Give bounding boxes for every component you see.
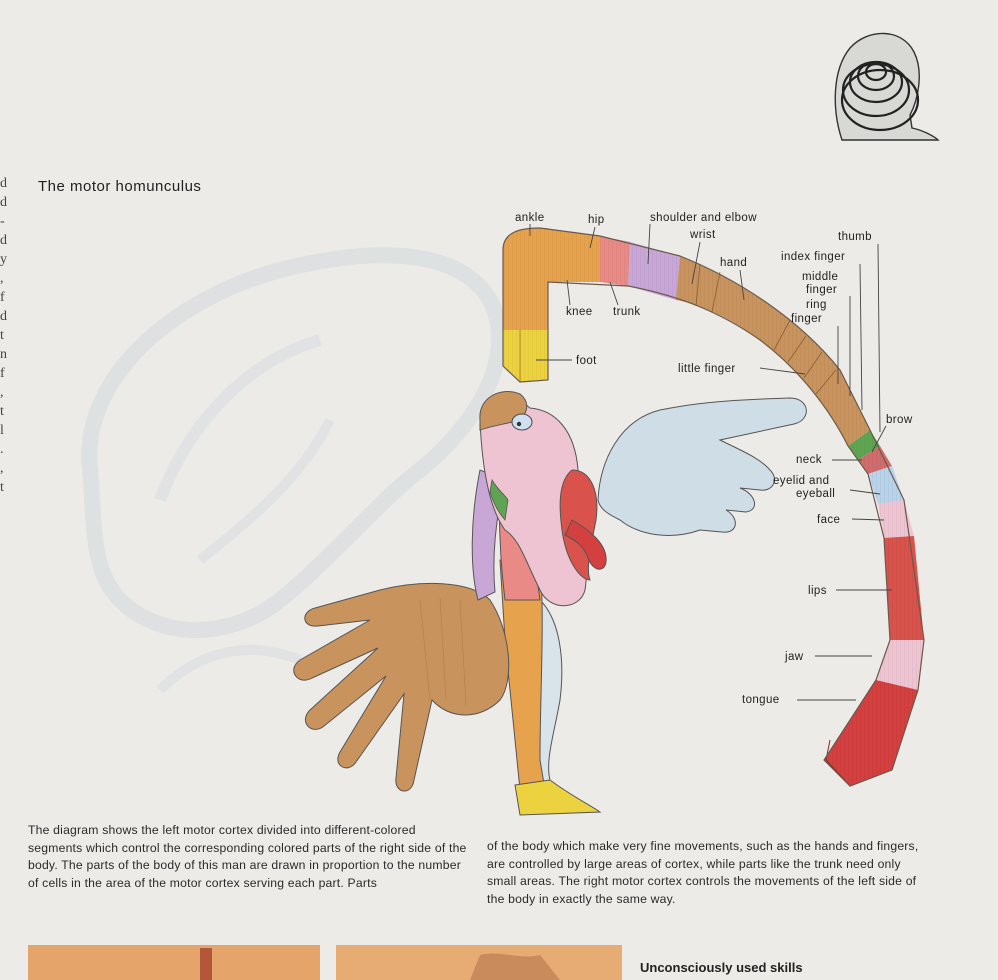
label-hip: hip xyxy=(588,214,605,226)
label-brow: brow xyxy=(886,414,913,426)
label-jaw: jaw xyxy=(784,651,804,663)
margin-letter: n xyxy=(0,347,7,362)
caption-left: The diagram shows the left motor cortex … xyxy=(28,823,467,890)
margin-letter: f xyxy=(0,366,5,381)
label-middle-finger-line1: middle xyxy=(802,271,838,283)
homunculus-figure xyxy=(293,391,807,816)
label-shoulder-elbow: shoulder and elbow xyxy=(650,212,757,224)
section-heading: Unconsciously used skills xyxy=(640,960,803,975)
margin-letter: - xyxy=(0,214,5,229)
margin-letter: . xyxy=(0,442,4,457)
page-title: The motor homunculus xyxy=(38,178,202,195)
label-hand: hand xyxy=(720,257,747,269)
margin-letter: t xyxy=(0,404,4,419)
label-knee: knee xyxy=(566,306,593,318)
label-ring-finger-line1: ring xyxy=(806,299,827,311)
label-eyelid-line1: eyelid and xyxy=(773,475,829,487)
label-tongue: tongue xyxy=(742,694,780,706)
margin-letter: d xyxy=(0,309,7,324)
brain-ghost-illustration xyxy=(81,247,508,694)
label-ankle: ankle xyxy=(515,212,545,224)
label-trunk: trunk xyxy=(613,306,641,318)
bottom-photo-strip xyxy=(28,945,622,980)
margin-letter: d xyxy=(0,176,7,191)
ringed-head-icon xyxy=(834,32,940,141)
leader-lines xyxy=(529,223,892,701)
margin-letter: , xyxy=(0,461,4,476)
label-lips: lips xyxy=(808,585,827,597)
diagram-labels: ankle hip shoulder and elbow wrist thumb… xyxy=(515,212,913,706)
label-little-finger: little finger xyxy=(678,363,736,375)
margin-letter: d xyxy=(0,233,7,248)
margin-letter: , xyxy=(0,385,4,400)
motor-cortex-strip xyxy=(502,227,925,787)
label-thumb: thumb xyxy=(838,231,872,243)
label-index-finger: index finger xyxy=(781,251,845,263)
margin-letter: f xyxy=(0,290,5,305)
margin-letter: t xyxy=(0,480,4,495)
label-wrist: wrist xyxy=(689,229,716,241)
margin-letter: , xyxy=(0,271,4,286)
margin-letter: y xyxy=(0,252,7,267)
label-neck: neck xyxy=(796,454,822,466)
caption-right: of the body which make very fine movemen… xyxy=(487,839,919,906)
margin-letter: d xyxy=(0,195,7,210)
margin-letter: l xyxy=(0,423,4,438)
label-eyelid-line2: eyeball xyxy=(796,488,835,500)
label-foot: foot xyxy=(576,355,597,367)
margin-letter: t xyxy=(0,328,4,343)
label-ring-finger-line2: finger xyxy=(791,313,822,325)
label-middle-finger-line2: finger xyxy=(806,284,837,296)
label-face: face xyxy=(817,514,840,526)
